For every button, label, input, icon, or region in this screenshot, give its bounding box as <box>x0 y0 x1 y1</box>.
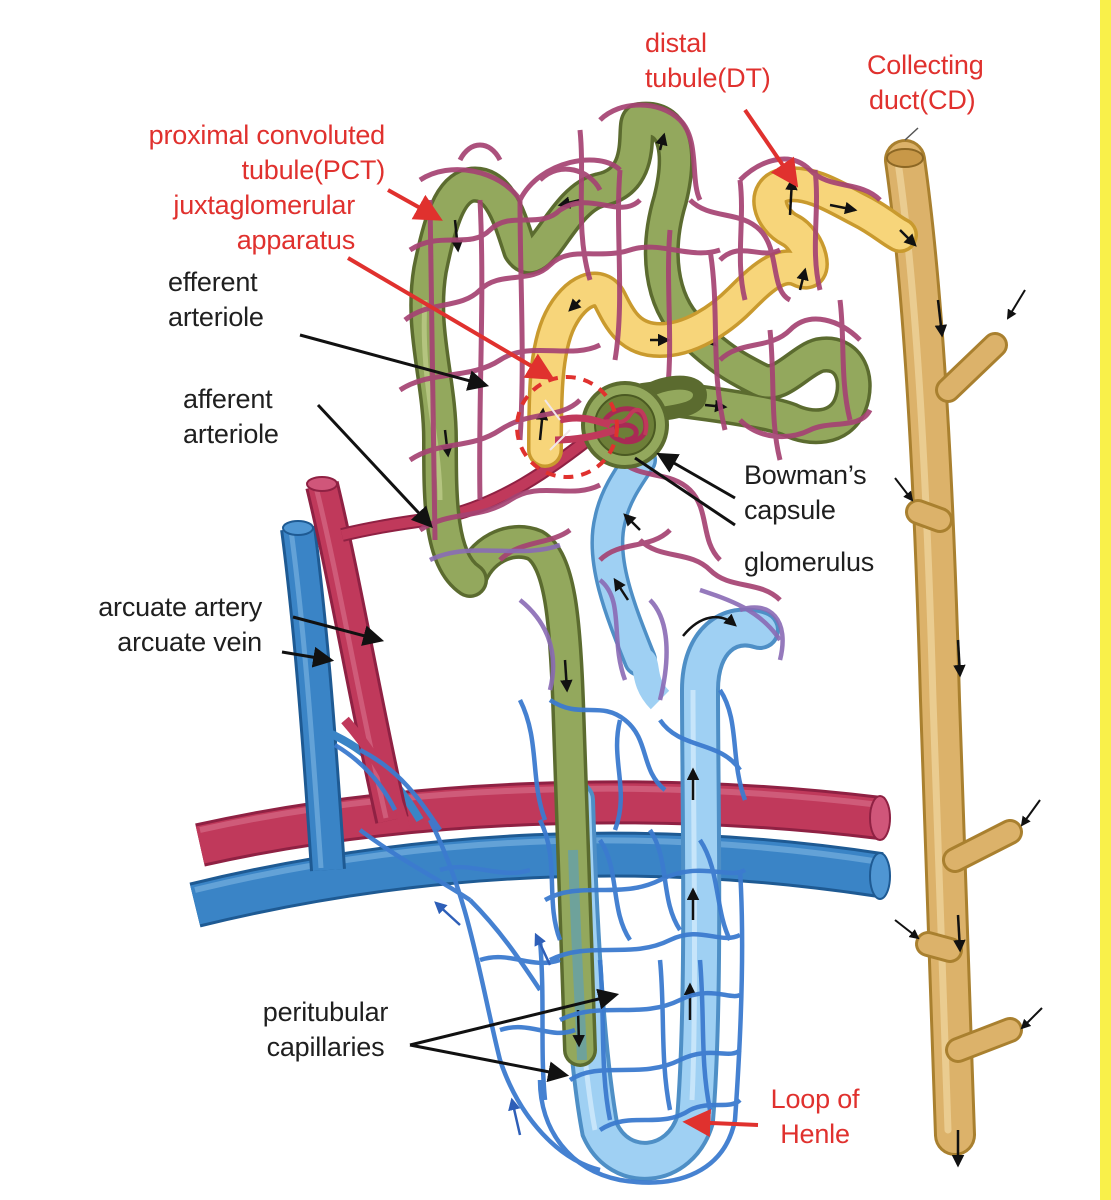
distal-tubule-label: distal tubule(DT) <box>645 26 771 96</box>
arcuate-artery-label: arcuate artery <box>98 592 262 622</box>
peritubular-capillary-mesh-medulla <box>428 542 785 701</box>
jga-dashed-circle <box>515 375 619 479</box>
pct-label-line2: tubule(PCT) <box>241 155 386 185</box>
distal-tubule-label-line2: tubule(DT) <box>645 63 771 93</box>
pct-label-line1: proximal convoluted <box>148 120 386 150</box>
jga-label: juxtaglomerular apparatus <box>70 188 355 258</box>
pct-label: proximal convoluted tubule(PCT) <box>70 118 386 188</box>
peritubular-capillary-mesh-cortex <box>398 102 882 602</box>
collecting-duct-label-line2: duct(CD) <box>869 85 976 115</box>
efferent-label-line1: efferent <box>168 267 258 297</box>
peritubular-label-line1: peritubular <box>262 997 389 1027</box>
afferent-arteriole-label: afferent arteriole <box>183 382 279 452</box>
loop-henle-label-line1: Loop of <box>770 1084 860 1114</box>
glomerulus-bowmans-capsule <box>544 375 708 469</box>
jga-label-line2: apparatus <box>236 225 355 255</box>
afferent-label-line1: afferent <box>183 384 273 414</box>
arcuate-horizontal-vessels <box>189 780 891 928</box>
bowman-label-line2: capsule <box>744 495 836 525</box>
collecting-duct <box>884 127 1043 1168</box>
arcuate-vessels-label: arcuate artery arcuate vein <box>20 590 262 660</box>
efferent-label-line2: arteriole <box>168 302 264 332</box>
peritubular-capillary-mesh-deep <box>333 688 748 1185</box>
distal-tubule-label-line1: distal <box>645 28 707 58</box>
yellow-edge-strip <box>1100 0 1111 1200</box>
loop-henle-label-line2: Henle <box>780 1119 850 1149</box>
collecting-duct-label-line1: Collecting <box>867 50 984 80</box>
afferent-label-line2: arteriole <box>183 419 279 449</box>
arcuate-vein-label: arcuate vein <box>117 627 262 657</box>
jga-label-line1: juxtaglomerular <box>173 190 355 220</box>
distal-tubule <box>527 166 918 468</box>
collecting-duct-label: Collecting duct(CD) <box>867 48 984 118</box>
peritubular-label-line2: capillaries <box>266 1032 385 1062</box>
glomerulus-label: glomerulus <box>744 547 875 577</box>
bowman-label-line1: Bowman’s <box>744 460 867 490</box>
loop-of-henle-label: Loop of Henle <box>755 1082 875 1152</box>
efferent-arteriole-label: efferent arteriole <box>168 265 264 335</box>
peritubular-capillaries-label: peritubular capillaries <box>238 995 413 1065</box>
blood-flow-arrows <box>434 901 552 1136</box>
leader-lines-red <box>346 108 799 1137</box>
bowmans-capsule-label: Bowman’s capsule <box>744 458 867 528</box>
leader-lines-black <box>281 333 736 1083</box>
descending-limb <box>453 524 597 1067</box>
